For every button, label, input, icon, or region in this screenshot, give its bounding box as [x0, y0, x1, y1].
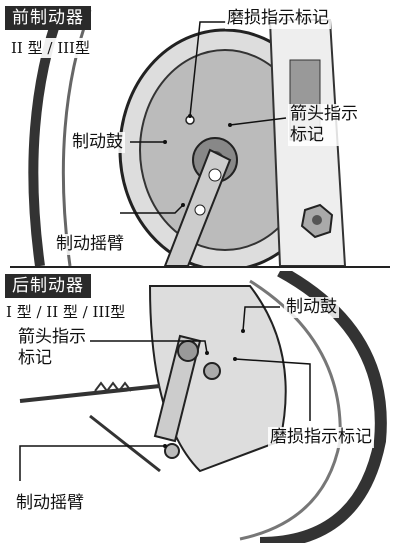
front-brake-illustration	[28, 8, 347, 266]
front-brake-tag: 前制动器	[5, 6, 91, 30]
front-type-label: II 型 / III型	[5, 38, 96, 58]
front-arm-label: 制动摇臂	[54, 234, 126, 255]
panel-divider	[10, 266, 390, 268]
rear-drum-label: 制动鼓	[284, 297, 339, 318]
front-brake-panel: 前制动器 II 型 / III型 磨损指示标记 箭头指示标记 制动鼓 制动摇臂	[0, 0, 396, 266]
rear-arrow-indicator-label: 箭头指示标记	[16, 327, 90, 369]
rear-arm-label: 制动摇臂	[14, 493, 86, 514]
front-wear-indicator-label: 磨损指示标记	[225, 8, 331, 29]
rear-type-label: I 型 / II 型 / III型	[0, 302, 132, 322]
rear-wear-indicator-label: 磨损指示标记	[268, 427, 374, 448]
front-arrow-indicator-label: 箭头指示标记	[288, 104, 362, 146]
rear-brake-tag: 后制动器	[5, 274, 91, 298]
front-drum-label: 制动鼓	[70, 132, 125, 153]
rear-brake-panel: 后制动器 I 型 / II 型 / III型 制动鼓 箭头指示标记 磨损指示标记…	[0, 271, 396, 543]
